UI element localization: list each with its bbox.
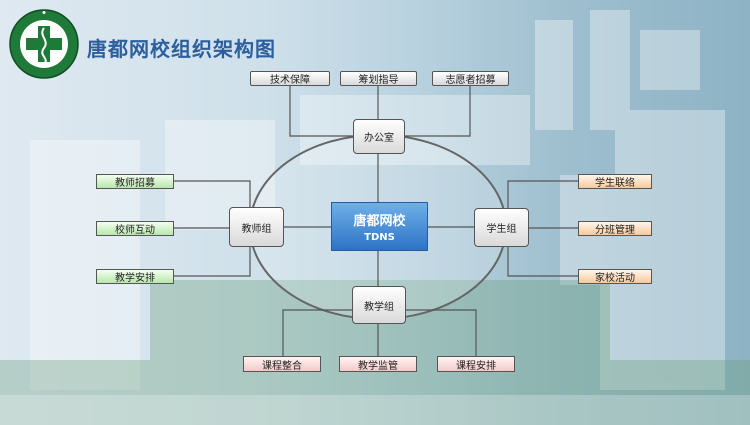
office-hub: 办公室 bbox=[353, 119, 405, 154]
students-hub: 学生组 bbox=[474, 208, 529, 247]
student-item: 家校活动 bbox=[578, 269, 652, 284]
teaching-item: 课程安排 bbox=[437, 356, 515, 372]
student-item: 分班管理 bbox=[578, 221, 652, 236]
hospital-logo bbox=[9, 9, 79, 79]
student-item: 学生联络 bbox=[578, 174, 652, 189]
teachers-hub: 教师组 bbox=[229, 207, 284, 247]
office-item: 技术保障 bbox=[250, 71, 330, 86]
center-node: 唐都网校 TDNS bbox=[331, 202, 428, 251]
teacher-item: 校师互动 bbox=[96, 221, 174, 236]
teacher-item: 教学安排 bbox=[96, 269, 174, 284]
office-item: 筹划指导 bbox=[340, 71, 417, 86]
center-name: 唐都网校 bbox=[353, 214, 406, 229]
teacher-item: 教师招募 bbox=[96, 174, 174, 189]
teaching-item: 课程整合 bbox=[243, 356, 321, 372]
teaching-item: 教学监管 bbox=[339, 356, 417, 372]
teaching-hub: 教学组 bbox=[352, 286, 406, 324]
office-item: 志愿者招募 bbox=[432, 71, 509, 86]
page-title: 唐都网校组织架构图 bbox=[87, 37, 276, 61]
center-code: TDNS bbox=[364, 232, 395, 243]
